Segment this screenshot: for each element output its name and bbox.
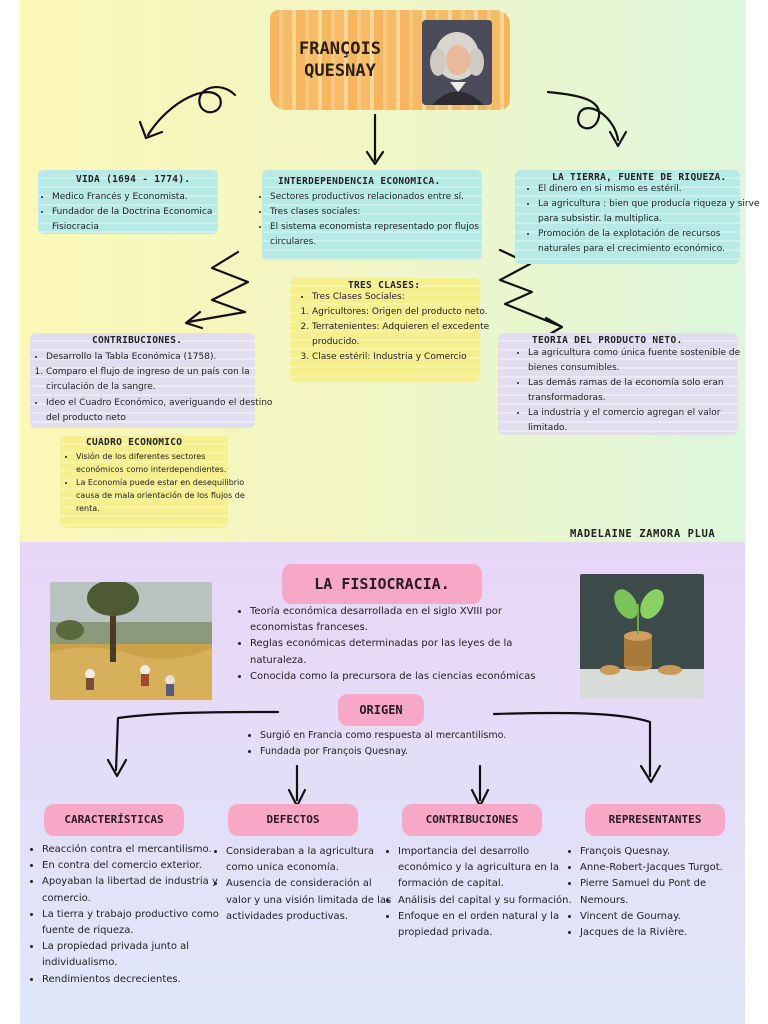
cuadro-list: Visión de los diferentes sectores económ… xyxy=(58,450,254,515)
contribuciones-box xyxy=(30,333,255,428)
producto-neto-heading: TEORIA DEL PRODUCTO NETO. xyxy=(532,335,683,346)
list-item: La tierra y trabajo productivo como fuen… xyxy=(42,907,222,939)
list-item: François Quesnay. xyxy=(580,844,755,860)
origen-label: ORIGEN xyxy=(338,694,424,726)
list-item: Visión de los diferentes sectores económ… xyxy=(76,450,254,476)
list-item: Fundada por François Quesnay. xyxy=(260,744,560,760)
list-item: Análisis del capital y su formación. xyxy=(398,893,578,909)
list-item: Clase estéril: Industria y Comercio xyxy=(312,350,502,365)
list-item: La industria y el comercio agregan el va… xyxy=(528,406,758,436)
list-item: El sistema economista representado por f… xyxy=(270,220,502,250)
list-item: Sectores productivos relacionados entre … xyxy=(270,190,502,205)
tierra-heading: LA TIERRA, FUENTE DE RIQUEZA. xyxy=(552,172,727,183)
list-item: Medico Francés y Economista. xyxy=(52,190,242,205)
list-item: La propiedad privada junto al individual… xyxy=(42,939,222,971)
list-item: Tres clases sociales: xyxy=(270,205,502,220)
contribuciones-bullet-2: Ideo el Cuadro Económico, averiguando el… xyxy=(28,396,276,426)
list-item: Teoría económica desarrollada en el sigl… xyxy=(250,604,550,636)
contribuciones-bullet-1: Desarrollo la Tabla Económica (1758). xyxy=(28,350,276,365)
interdependencia-box xyxy=(262,170,482,260)
vida-heading: VIDA (1694 - 1774). xyxy=(76,174,191,185)
list-item: Reacción contra el mercantilismo. xyxy=(42,842,222,858)
list-item: Importancia del desarrollo económico y l… xyxy=(398,844,578,893)
cuadro-box xyxy=(60,436,228,528)
contribuciones-label: CONTRIBUCIONES xyxy=(402,804,542,836)
list-item: Las demás ramas de la economía solo eran… xyxy=(528,376,758,406)
list-item: Desarrollo la Tabla Económica (1758). xyxy=(46,350,276,365)
list-item: Agricultores: Origen del producto neto. xyxy=(312,305,502,320)
coins-plant-image xyxy=(580,574,704,698)
list-item: Surgió en Francia como respuesta al merc… xyxy=(260,728,560,744)
list-item: Apoyaban la libertad de industria y come… xyxy=(42,874,222,906)
list-item: En contra del comercio exterior. xyxy=(42,858,222,874)
representantes-label: REPRESENTANTES xyxy=(585,804,725,836)
producto-neto-box xyxy=(498,333,738,435)
tres-clases-heading: TRES CLASES: xyxy=(348,280,421,291)
tres-clases-list: Agricultores: Origen del producto neto. … xyxy=(294,305,502,365)
list-item: La agricultura como única fuente sosteni… xyxy=(528,346,758,376)
representantes-list: François Quesnay. Anne-Robert-Jacques Tu… xyxy=(562,844,755,941)
list-item: Comparo el flujo de ingreso de un país c… xyxy=(46,365,274,395)
interdependencia-list: Sectores productivos relacionados entre … xyxy=(252,190,502,250)
portrait-image xyxy=(422,20,492,105)
defectos-label: DEFECTOS xyxy=(228,804,358,836)
list-item: Ausencia de consideración al valor y una… xyxy=(226,876,396,925)
list-item: Pierre Samuel du Pont de Nemours. xyxy=(580,876,755,908)
list-item: Consideraban a la agricultura como unica… xyxy=(226,844,396,876)
origen-list: Surgió en Francia como respuesta al merc… xyxy=(242,728,560,760)
list-item: Jacques de la Rivière. xyxy=(580,925,755,941)
tierra-list: El dinero en si mismo es estéril. La agr… xyxy=(520,182,760,257)
producto-neto-list: La agricultura como única fuente sosteni… xyxy=(510,346,758,436)
list-item: Reglas económicas determinadas por las l… xyxy=(250,636,550,668)
cuadro-heading: CUADRO ECONOMICO xyxy=(86,437,183,448)
contribuciones-bottom-list: Importancia del desarrollo económico y l… xyxy=(380,844,578,941)
list-item: Tres Clases Sociales: xyxy=(312,290,512,305)
vida-box xyxy=(38,170,218,234)
fisiocracia-title: LA FISIOCRACIA. xyxy=(282,564,482,604)
list-item: Vincent de Gournay. xyxy=(580,909,755,925)
list-item: Terratenientes: Adquieren el excedente p… xyxy=(312,320,502,350)
bottom-arrows xyxy=(106,710,662,808)
author-name: MADELAINE ZAMORA PLUA xyxy=(570,528,716,540)
list-item: La Economía puede estar en desequilibrio… xyxy=(76,476,254,515)
caracteristicas-list: Reacción contra el mercantilismo. En con… xyxy=(24,842,222,988)
page-title: FRANÇOIS QUESNAY xyxy=(299,39,381,81)
contribuciones-heading: CONTRIBUCIONES. xyxy=(92,335,183,346)
list-item: Promoción de la explotación de recursos … xyxy=(538,227,760,257)
list-item: Anne-Robert-Jacques Turgot. xyxy=(580,860,755,876)
list-item: Conocida como la precursora de las cienc… xyxy=(250,669,550,685)
defectos-list: Consideraban a la agricultura como unica… xyxy=(208,844,396,925)
interdependencia-heading: INTERDEPENDENCIA ECONOMICA. xyxy=(278,176,441,187)
list-item: Rendimientos decrecientes. xyxy=(42,972,222,988)
contribuciones-numbered: Comparo el flujo de ingreso de un país c… xyxy=(28,365,274,395)
vida-list: Medico Francés y Economista. Fundador de… xyxy=(34,190,242,235)
harvest-painting-image xyxy=(50,582,212,700)
page: FRANÇOIS QUESNAY VIDA (1694 - 1774). xyxy=(20,0,759,1024)
list-item: Fundador de la Doctrina Economica Fisioc… xyxy=(52,205,242,235)
fisiocracia-list: Teoría económica desarrollada en el sigl… xyxy=(232,604,550,685)
list-item: Enfoque en el orden natural y la propied… xyxy=(398,909,578,941)
top-arrows xyxy=(138,86,628,336)
list-item: Ideo el Cuadro Económico, averiguando el… xyxy=(46,396,276,426)
caracteristicas-label: CARACTERÍSTICAS xyxy=(44,804,184,836)
list-item: El dinero en si mismo es estéril. xyxy=(538,182,760,197)
tierra-box xyxy=(515,170,740,264)
tres-clases-bullets: Tres Clases Sociales: xyxy=(294,290,512,305)
tres-clases-box xyxy=(290,278,480,382)
list-item: La agricultura : bien que producía rique… xyxy=(538,197,760,227)
